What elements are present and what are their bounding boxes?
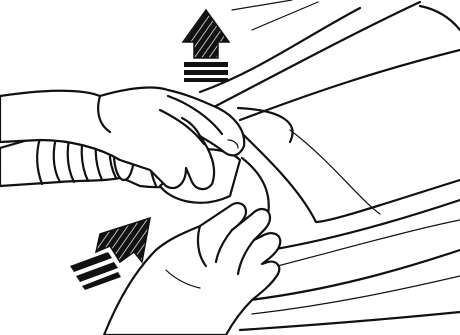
arrow-up (183, 10, 229, 82)
right-hand-pressing-body (104, 203, 280, 335)
